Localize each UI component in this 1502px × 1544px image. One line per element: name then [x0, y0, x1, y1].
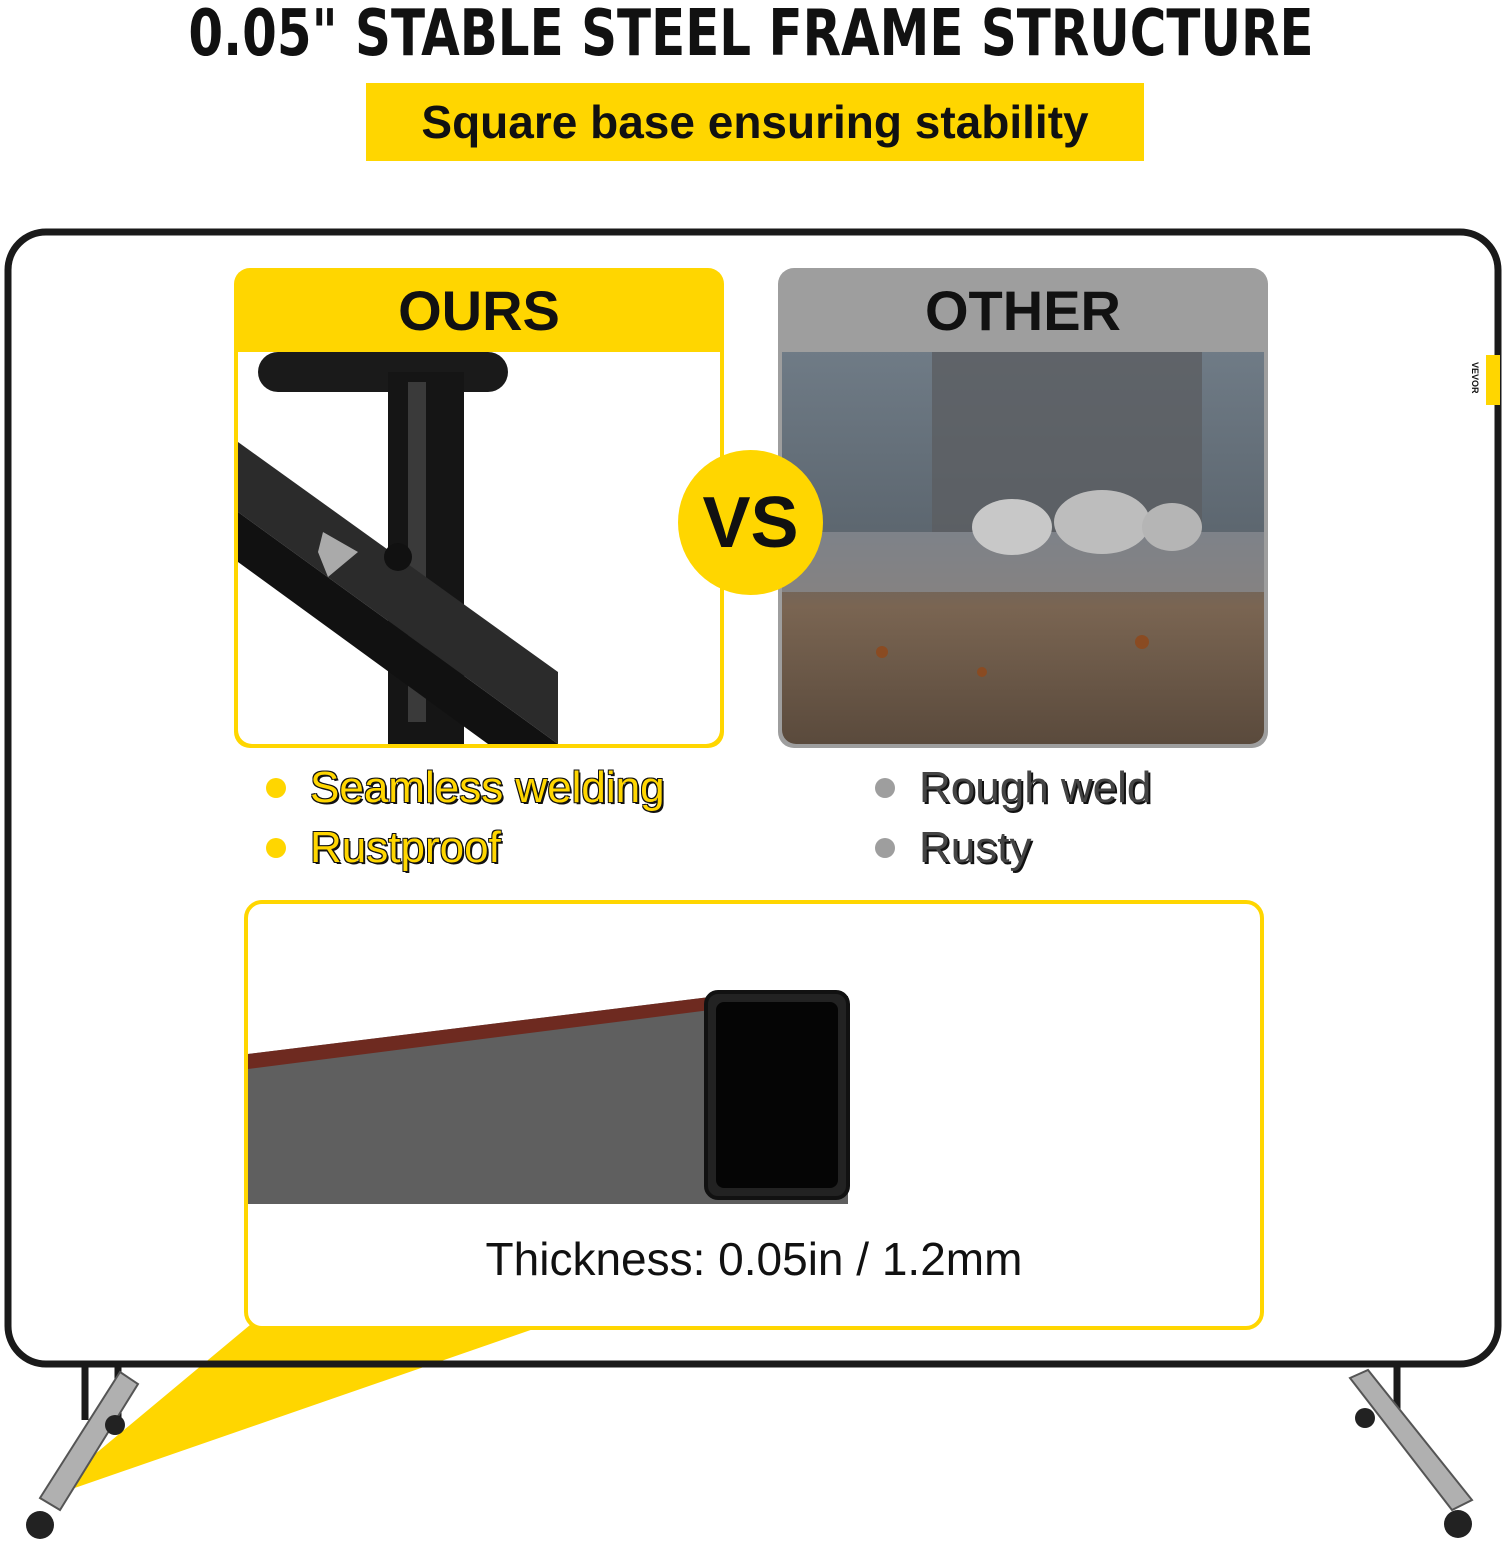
bullet-dot — [266, 778, 286, 798]
left-leg — [26, 1364, 140, 1539]
caster-wheel — [26, 1511, 54, 1539]
ours-panel: OURS — [234, 268, 724, 748]
vs-badge: VS — [678, 450, 823, 595]
brand-tag — [1486, 355, 1500, 405]
caster-wheel — [1444, 1510, 1472, 1538]
rusty-weld-image — [782, 352, 1264, 677]
tube-detail-panel: Thickness: 0.05in / 1.2mm — [244, 900, 1264, 1330]
list-item: Seamless welding — [266, 758, 665, 818]
subtitle-text: Square base ensuring stability — [421, 96, 1089, 148]
frame-tube — [4, 228, 1502, 1368]
bullet-dot — [875, 778, 895, 798]
welded-joint-image — [238, 352, 558, 744]
bullet-dot — [266, 838, 286, 858]
list-item: Rough weld — [875, 758, 1151, 818]
ours-features: Seamless welding Rustproof — [266, 758, 665, 878]
right-leg — [1348, 1364, 1474, 1538]
list-item: Rustproof — [266, 818, 665, 878]
list-item: Rusty — [875, 818, 1151, 878]
ours-weld-photo — [238, 352, 720, 744]
vs-label: VS — [702, 482, 799, 563]
page-title: 0.05" STABLE STEEL FRAME STRUCTURE — [188, 0, 1314, 71]
other-weld-photo — [782, 352, 1264, 744]
thickness-label: Thickness: 0.05in / 1.2mm — [485, 1233, 1023, 1285]
other-panel: OTHER — [778, 268, 1268, 748]
detail-callout-wedge — [40, 1325, 545, 1500]
ours-label: OURS — [398, 278, 560, 342]
brand-side-tag: VEVOR — [1470, 362, 1480, 394]
other-label: OTHER — [925, 278, 1121, 342]
caster-wheel — [1355, 1408, 1375, 1428]
other-features: Rough weld Rusty — [875, 758, 1151, 878]
subtitle-banner: Square base ensuring stability — [366, 83, 1144, 161]
bullet-dot — [875, 838, 895, 858]
square-tube-image — [248, 990, 850, 1214]
caster-wheel — [105, 1415, 125, 1435]
